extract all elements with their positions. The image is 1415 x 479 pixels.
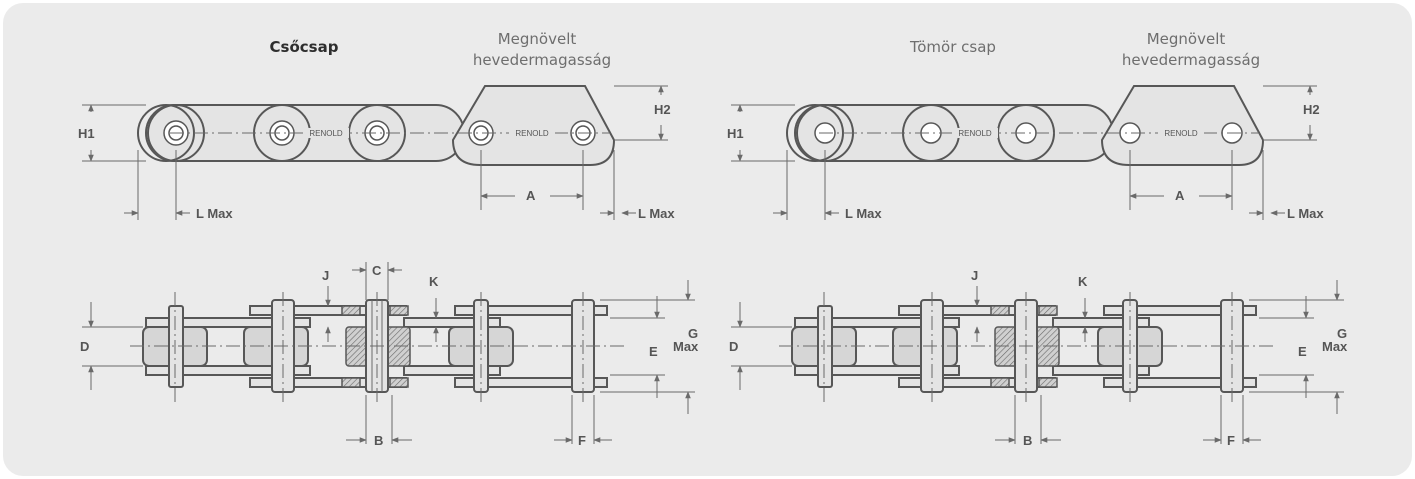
right-plan-view xyxy=(779,292,1274,406)
left-plan-dimensions: D E G Max J C K xyxy=(80,262,699,448)
right-title: Tömör csap xyxy=(909,38,996,56)
left-diagram: Csőcsap Megnövelt hevedermagasság xyxy=(78,30,699,448)
left-dim-l-max-2: L Max xyxy=(638,206,675,221)
right-brand-bg xyxy=(1158,128,1204,138)
right-plan-dimensions: D E G Max J K B xyxy=(729,268,1348,448)
right-outer-plate xyxy=(1103,377,1257,388)
right-extended-title-line2: hevedermagasság xyxy=(1122,51,1260,69)
right-dim-g-max: Max xyxy=(1322,339,1348,354)
diagram-panel xyxy=(3,3,1412,476)
left-brand-label-1: RENOLD xyxy=(309,129,343,138)
right-outer-plate xyxy=(1103,305,1257,316)
left-sectioned-plate xyxy=(389,305,409,316)
left-sectioned-plate xyxy=(341,377,361,388)
left-side-view: RENOLD RENOLD xyxy=(137,85,616,166)
right-extended-title-line1: Megnövelt xyxy=(1147,30,1226,48)
left-brand-label-2: RENOLD xyxy=(515,129,549,138)
right-dim-d: D xyxy=(729,339,738,354)
right-sectioned-plate xyxy=(1038,377,1058,388)
right-side-view: RENOLD RENOLD xyxy=(786,85,1265,166)
left-dim-f: F xyxy=(578,433,586,448)
right-dim-g: G xyxy=(1337,326,1347,341)
left-dim-c: C xyxy=(372,263,382,278)
left-plan-view xyxy=(130,292,625,406)
left-dim-h1: H1 xyxy=(78,126,95,141)
right-inner-plate xyxy=(794,317,960,328)
right-dim-h1: H1 xyxy=(727,126,744,141)
left-dim-g: G xyxy=(688,326,698,341)
left-brand-bg xyxy=(303,128,349,138)
left-outer-plate xyxy=(454,305,608,316)
right-brand-label-2: RENOLD xyxy=(1164,129,1198,138)
right-dim-j: J xyxy=(971,268,978,283)
right-inner-plate xyxy=(794,365,960,376)
left-sectioned-plate xyxy=(389,377,409,388)
right-dim-e: E xyxy=(1298,344,1307,359)
left-title: Csőcsap xyxy=(270,38,339,56)
left-dim-d: D xyxy=(80,339,89,354)
right-dim-a: A xyxy=(1175,188,1185,203)
right-brand-label-1: RENOLD xyxy=(958,129,992,138)
left-dim-g-max: Max xyxy=(673,339,699,354)
right-sectioned-plate xyxy=(990,305,1010,316)
right-dim-l-max-1: L Max xyxy=(845,206,882,221)
left-sectioned-plate xyxy=(341,305,361,316)
left-side-dimensions: H1 H2 A L Max L Max xyxy=(78,85,675,221)
left-dim-j: J xyxy=(322,268,329,283)
left-dim-e: E xyxy=(649,344,658,359)
left-extended-title-line2: hevedermagasság xyxy=(473,51,611,69)
left-dim-a: A xyxy=(526,188,536,203)
right-dim-h2: H2 xyxy=(1303,102,1320,117)
left-brand-bg xyxy=(509,128,555,138)
left-dim-k: K xyxy=(429,274,439,289)
left-inner-plate xyxy=(145,317,311,328)
left-extended-title-line1: Megnövelt xyxy=(498,30,577,48)
right-sectioned-plate xyxy=(1038,305,1058,316)
right-side-dimensions: H1 H2 A L Max L Max xyxy=(727,85,1324,221)
right-brand-bg xyxy=(952,128,998,138)
right-sectioned-plate xyxy=(990,377,1010,388)
left-dim-h2: H2 xyxy=(654,102,671,117)
right-dim-k: K xyxy=(1078,274,1088,289)
right-diagram: Tömör csap Megnövelt hevedermagasság REN… xyxy=(727,30,1348,448)
right-dim-b: B xyxy=(1023,433,1032,448)
right-dim-f: F xyxy=(1227,433,1235,448)
left-outer-plate xyxy=(454,377,608,388)
left-dim-l-max-1: L Max xyxy=(196,206,233,221)
left-inner-plate xyxy=(145,365,311,376)
right-dim-l-max-2: L Max xyxy=(1287,206,1324,221)
left-dim-b: B xyxy=(374,433,383,448)
